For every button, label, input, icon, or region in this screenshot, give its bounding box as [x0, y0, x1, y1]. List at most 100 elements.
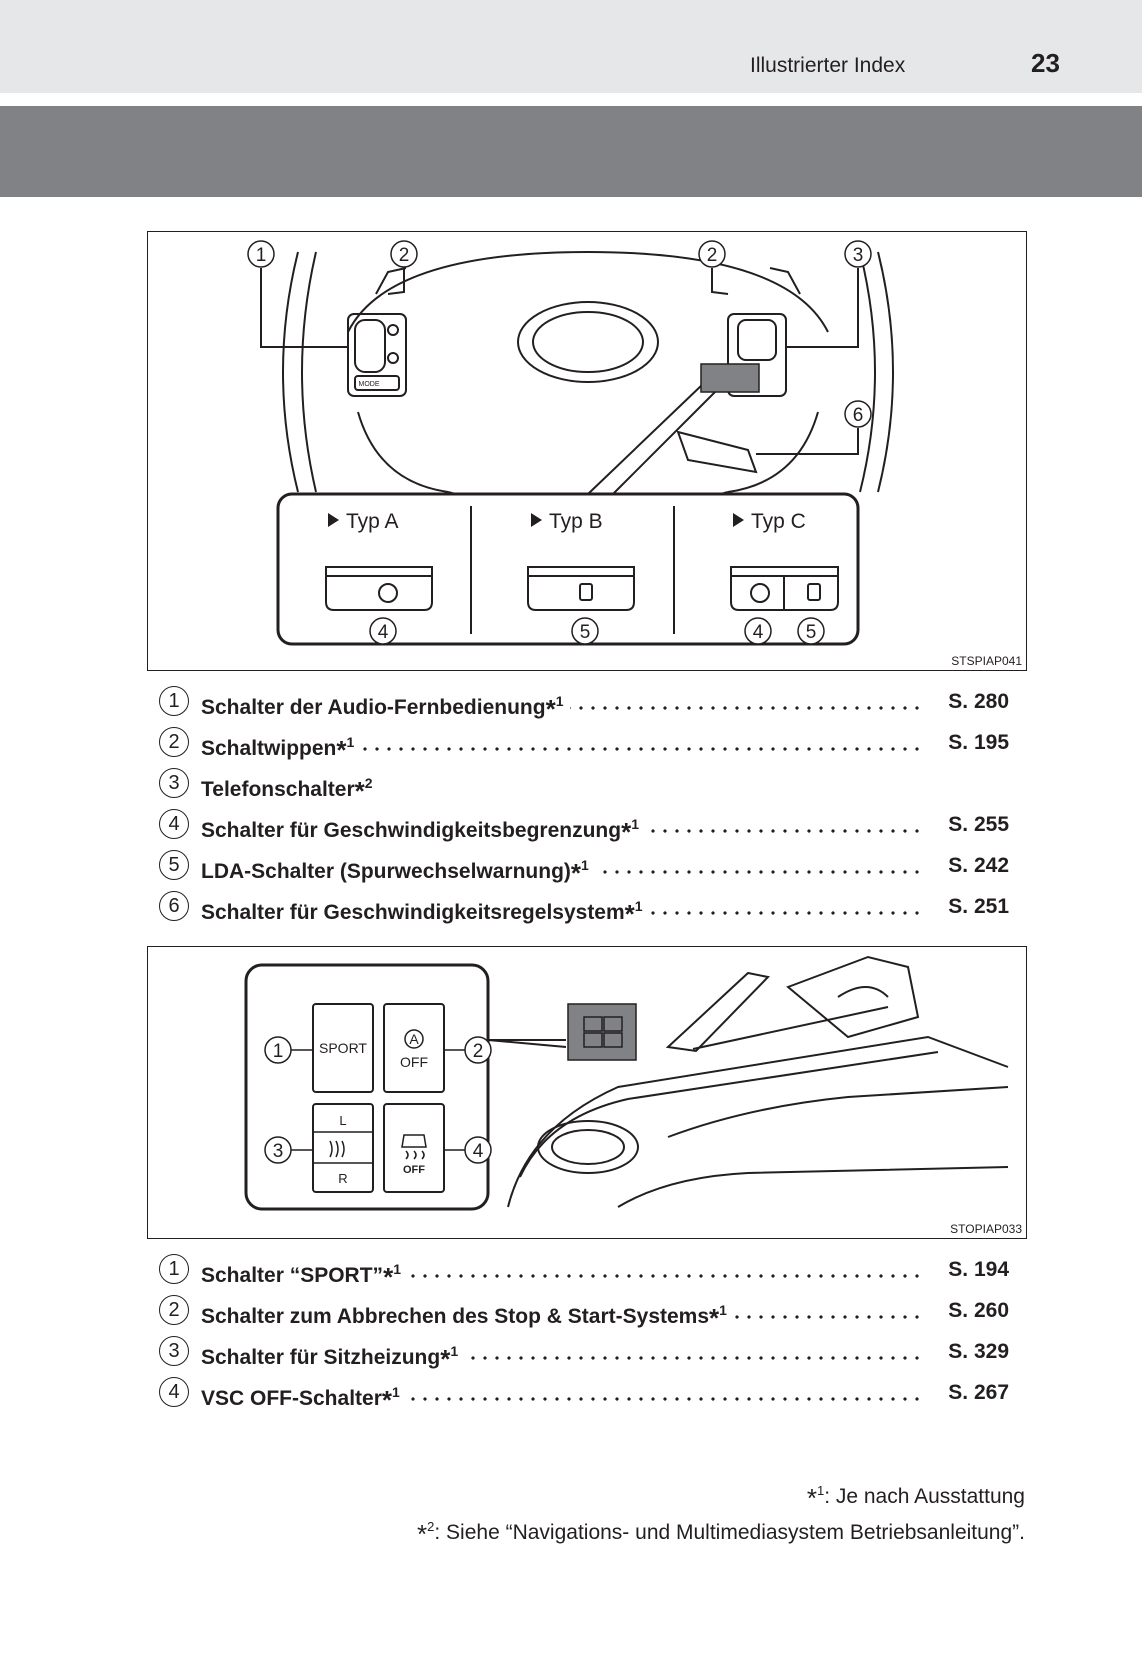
type-c-label: Typ C [751, 510, 806, 533]
callout-3 [264, 1136, 292, 1164]
item-number: 3 [159, 1336, 189, 1366]
a-text: A [409, 1031, 419, 1047]
list-item: 2 Schaltwippen*1 S. 195 [159, 725, 1009, 766]
vsc-off-switch [383, 1103, 445, 1193]
item-label: LDA-Schalter (Spurwechselwarnung)*1 [201, 854, 595, 888]
list-item: 4 Schalter für Geschwindigkeitsbegrenzun… [159, 807, 1009, 848]
center-console-figure: SPORT A OFF L R OFF 1 2 3 4 STOPIAP033 [147, 946, 1027, 1239]
svg-text:5: 5 [806, 622, 817, 643]
gray-title-band [0, 106, 1142, 197]
r-text: R [338, 1171, 347, 1186]
svg-text:4: 4 [473, 1141, 484, 1162]
callout-3-label: 3 [853, 245, 864, 266]
callout-2-left [390, 240, 418, 268]
item-label: Schalter zum Abbrechen des Stop & Start-… [201, 1299, 733, 1333]
center-console-illustration: SPORT A OFF L R OFF 1 2 3 4 [244, 955, 1009, 1211]
callout-1 [264, 1036, 292, 1064]
callout-5-type-c [797, 617, 825, 645]
page-reference[interactable]: S. 255 [942, 813, 1009, 837]
callout-5-type-b [571, 617, 599, 645]
page-reference[interactable]: S. 195 [942, 731, 1009, 755]
item-label: VSC OFF-Schalter*1 [201, 1381, 406, 1415]
leader-dots [359, 747, 927, 751]
page-reference[interactable]: S. 329 [942, 1340, 1009, 1364]
l-text: L [339, 1113, 346, 1128]
list-item: 2 Schalter zum Abbrechen des Stop & Star… [159, 1293, 1009, 1334]
sport-text: SPORT [319, 1040, 367, 1056]
leader-dots [359, 1274, 927, 1278]
item-label: Schalter für Sitzheizung*1 [201, 1340, 465, 1374]
leader-dots [359, 706, 927, 710]
steering-wheel-figure: 1 2 2 3 6 MODE Typ A Typ B Typ C [147, 231, 1027, 671]
seat-heater-switch [312, 1103, 374, 1193]
item-number: 2 [159, 1295, 189, 1325]
off-text: OFF [400, 1054, 428, 1070]
type-b-label: Typ B [549, 510, 603, 533]
callout-4-type-a [369, 617, 397, 645]
page-reference[interactable]: S. 194 [942, 1258, 1009, 1282]
header-band [0, 0, 1142, 93]
item-number: 4 [159, 1377, 189, 1407]
callout-6 [844, 400, 872, 428]
callout-2-left-label: 2 [399, 245, 410, 266]
list-item: 1 Schalter “SPORT”*1 S. 194 [159, 1252, 1009, 1293]
svg-text:4: 4 [378, 622, 389, 643]
svg-text:2: 2 [473, 1041, 484, 1062]
callout-3 [844, 240, 872, 268]
callout-4-type-c [744, 617, 772, 645]
vsc-off-text: OFF [403, 1164, 425, 1176]
console-switch-list: 1 Schalter “SPORT”*1 S. 194 2 Schalter z… [159, 1252, 1009, 1416]
callout-2-right-label: 2 [707, 245, 718, 266]
item-number: 3 [159, 768, 189, 798]
list-item: 3 Telefonschalter*2 [159, 766, 1009, 807]
item-number: 4 [159, 809, 189, 839]
page-reference[interactable]: S. 280 [942, 690, 1009, 714]
item-label: Schalter für Geschwindigkeitsbegrenzung*… [201, 813, 646, 847]
mode-label: MODE [359, 381, 380, 388]
page-number: 23 [1031, 48, 1060, 78]
list-item: 3 Schalter für Sitzheizung*1 S. 329 [159, 1334, 1009, 1375]
item-label: Schalter “SPORT”*1 [201, 1258, 407, 1292]
callout-2-right [698, 240, 726, 268]
callout-1 [247, 240, 275, 268]
steering-switch-list: 1 Schalter der Audio-Fernbedienung*1 S. … [159, 684, 1009, 930]
item-number: 6 [159, 891, 189, 921]
steering-wheel-illustration: 1 2 2 3 6 MODE Typ A Typ B Typ C [247, 240, 894, 646]
list-item: 5 LDA-Schalter (Spurwechselwarnung)*1 S.… [159, 848, 1009, 889]
leader-dots [359, 870, 927, 874]
callout-6-label: 6 [853, 405, 864, 426]
callout-2 [464, 1036, 492, 1064]
list-item: 6 Schalter für Geschwindigkeitsregelsyst… [159, 889, 1009, 930]
section-title: Illustrierter Index [750, 54, 906, 77]
switch-type-panel [276, 492, 860, 646]
item-label: Schaltwippen*1 [201, 731, 361, 765]
sport-switch [312, 1003, 374, 1093]
callout-1-label: 1 [256, 245, 267, 266]
page-reference[interactable]: S. 251 [942, 895, 1009, 919]
item-label: Telefonschalter*2 [201, 772, 379, 806]
item-label: Schalter der Audio-Fernbedienung*1 [201, 690, 570, 724]
list-item: 1 Schalter der Audio-Fernbedienung*1 S. … [159, 684, 1009, 725]
leader-dots [359, 1397, 927, 1401]
item-number: 1 [159, 686, 189, 716]
switch-location-highlight [567, 1003, 637, 1061]
footnote-2: *2: Siehe “Navigations- und Multimediasy… [417, 1519, 1025, 1549]
item-label: Schalter für Geschwindigkeitsregelsystem… [201, 895, 649, 929]
svg-text:4: 4 [753, 622, 764, 643]
figure-code: STSPIAP041 [951, 654, 1022, 668]
item-number: 2 [159, 727, 189, 757]
page-reference[interactable]: S. 260 [942, 1299, 1009, 1323]
leader-dots [359, 1356, 927, 1360]
list-item: 4 VSC OFF-Schalter*1 S. 267 [159, 1375, 1009, 1416]
item-number: 5 [159, 850, 189, 880]
page-reference[interactable]: S. 242 [942, 854, 1009, 878]
figure-code: STOPIAP033 [950, 1222, 1022, 1236]
page-reference[interactable]: S. 267 [942, 1381, 1009, 1405]
callout-4 [464, 1136, 492, 1164]
type-a-label: Typ A [346, 510, 399, 533]
svg-text:1: 1 [273, 1041, 284, 1062]
svg-text:3: 3 [273, 1141, 284, 1162]
footnotes: *1: Je nach Ausstattung *2: Siehe “Navig… [417, 1476, 1025, 1549]
footnote-1: *1: Je nach Ausstattung [806, 1483, 1025, 1513]
item-number: 1 [159, 1254, 189, 1284]
